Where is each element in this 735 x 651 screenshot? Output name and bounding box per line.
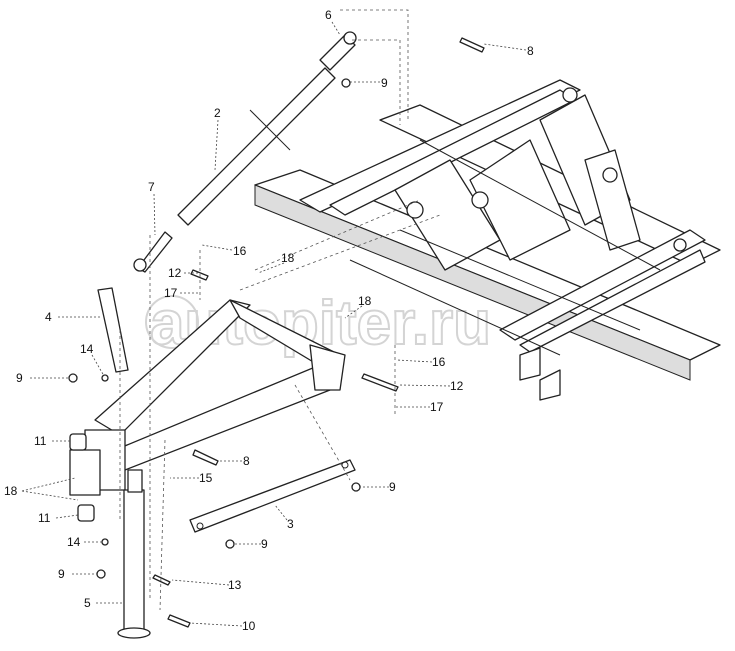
callout-8: 8 — [243, 454, 250, 468]
callout-9: 9 — [389, 480, 396, 494]
bushings — [69, 433, 95, 522]
callout-16: 16 — [233, 244, 247, 258]
callout-14: 14 — [67, 535, 81, 549]
callout-12: 12 — [168, 266, 182, 280]
link-bar — [189, 459, 356, 533]
hydraulic-cylinder — [133, 31, 357, 273]
callout-17: 17 — [430, 400, 444, 414]
callout-8: 8 — [527, 44, 534, 58]
callout-9: 9 — [381, 76, 388, 90]
callouts: 6 8 9 2 7 16 12 17 18 4 18 14 9 16 12 17… — [4, 8, 534, 633]
callout-16: 16 — [432, 355, 446, 369]
callout-5: 5 — [84, 596, 91, 610]
callout-3: 3 — [287, 517, 294, 531]
callout-7: 7 — [148, 180, 155, 194]
callout-9: 9 — [261, 537, 268, 551]
drawbar — [69, 299, 346, 496]
callout-6: 6 — [325, 8, 332, 22]
callout-11: 11 — [34, 434, 47, 448]
callout-9: 9 — [58, 567, 65, 581]
callout-14: 14 — [80, 342, 94, 356]
main-frame — [254, 79, 721, 401]
callout-15: 15 — [199, 471, 213, 485]
callout-18: 18 — [281, 251, 295, 265]
callout-2: 2 — [214, 106, 221, 120]
jack-stand — [117, 469, 151, 639]
callout-10: 10 — [242, 619, 256, 633]
callout-9: 9 — [16, 371, 23, 385]
callout-18: 18 — [4, 484, 18, 498]
bracket-4 — [97, 287, 129, 373]
pins — [152, 37, 485, 628]
callout-13: 13 — [228, 578, 242, 592]
callout-11: 11 — [38, 511, 51, 525]
callout-18: 18 — [358, 294, 372, 308]
leader-lines — [21, 21, 527, 627]
callout-4: 4 — [45, 310, 52, 324]
callout-17: 17 — [164, 286, 178, 300]
callout-12: 12 — [450, 379, 464, 393]
assembly-lines — [119, 9, 441, 611]
